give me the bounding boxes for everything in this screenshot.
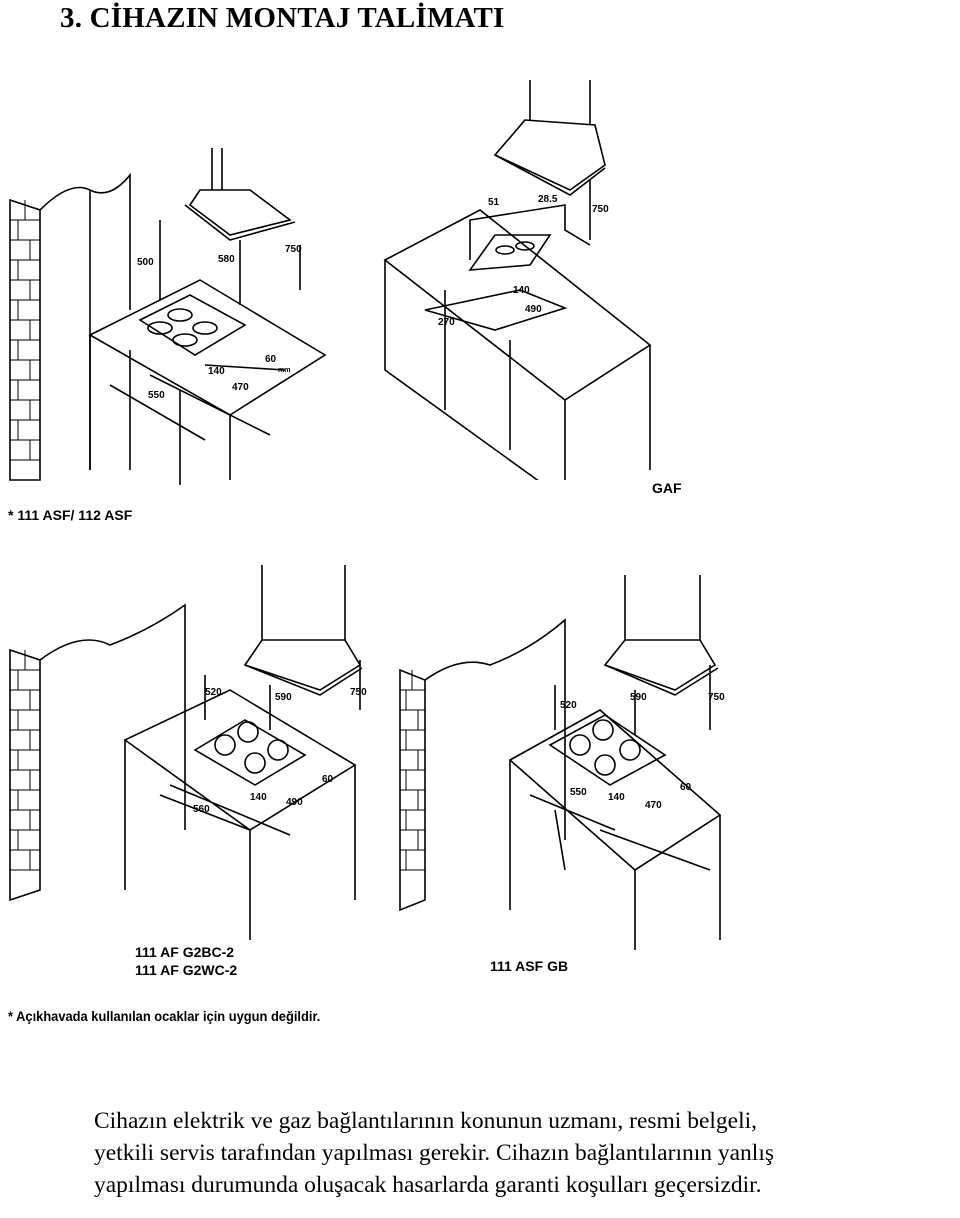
- dim-label: 580: [218, 254, 235, 265]
- dim-label: 550: [148, 390, 165, 401]
- figure-caption-gaf: GAF: [652, 480, 682, 496]
- paragraph-line: Cihazın elektrik ve gaz bağlantılarının …: [94, 1108, 758, 1134]
- dim-label: 520: [205, 687, 222, 698]
- dim-label: 470: [232, 382, 249, 393]
- dim-label: 750: [285, 244, 302, 255]
- installation-diagram-111-asf-gb: 520 590 750 60 550 140 470: [390, 570, 735, 950]
- dim-label: 140: [608, 792, 625, 803]
- dim-label: 51: [488, 197, 500, 208]
- installation-diagram-111-asf: 500 580 750 140 60 mm 470 550: [0, 140, 330, 490]
- dim-label: 28.5: [538, 194, 558, 205]
- dim-label: 490: [525, 304, 542, 315]
- figure-caption-111-asf: * 111 ASF/ 112 ASF: [8, 507, 133, 523]
- dim-label: 550: [570, 787, 587, 798]
- dim-label: 60: [680, 782, 692, 793]
- dim-label: 750: [708, 692, 725, 703]
- dim-label: 60: [322, 774, 334, 785]
- installation-paragraph: Cihazın elektrik ve gaz bağlantılarının …: [94, 1105, 954, 1201]
- dim-label: 750: [592, 204, 609, 215]
- figure-caption-111-af-line-1: 111 AF G2BC-2: [135, 944, 235, 960]
- page-title: 3. CİHAZIN MONTAJ TALİMATI: [60, 2, 505, 34]
- dim-label: 560: [193, 804, 210, 815]
- dim-unit: mm: [278, 367, 290, 374]
- dim-label: 140: [250, 792, 267, 803]
- dim-label: 500: [137, 257, 154, 268]
- installation-diagram-gaf: 51 28.5 750 140 490 270: [380, 80, 660, 480]
- paragraph-line: yapılması durumunda oluşacak hasarlarda …: [94, 1172, 762, 1198]
- dim-label: 520: [560, 700, 577, 711]
- dim-label: 140: [208, 366, 225, 377]
- installation-diagram-111-af-g2bc: 520 590 750 60 140 490 560: [0, 560, 375, 940]
- figure-caption-111-asf-gb: 111 ASF GB: [490, 958, 569, 974]
- dim-label: 590: [630, 692, 647, 703]
- dim-label: 470: [645, 800, 662, 811]
- dim-label: 270: [438, 317, 455, 328]
- paragraph-line: yetkili servis tarafından yapılması gere…: [94, 1140, 775, 1166]
- dim-label: 490: [286, 797, 303, 808]
- dim-label: 590: [275, 692, 292, 703]
- footnote: * Açıkhavada kullanılan ocaklar için uyg…: [8, 1008, 321, 1024]
- dim-label: 750: [350, 687, 367, 698]
- dim-label: 60: [265, 354, 277, 365]
- figure-caption-111-af-line-2: 111 AF G2WC-2: [135, 962, 238, 978]
- dim-label: 140: [513, 285, 530, 296]
